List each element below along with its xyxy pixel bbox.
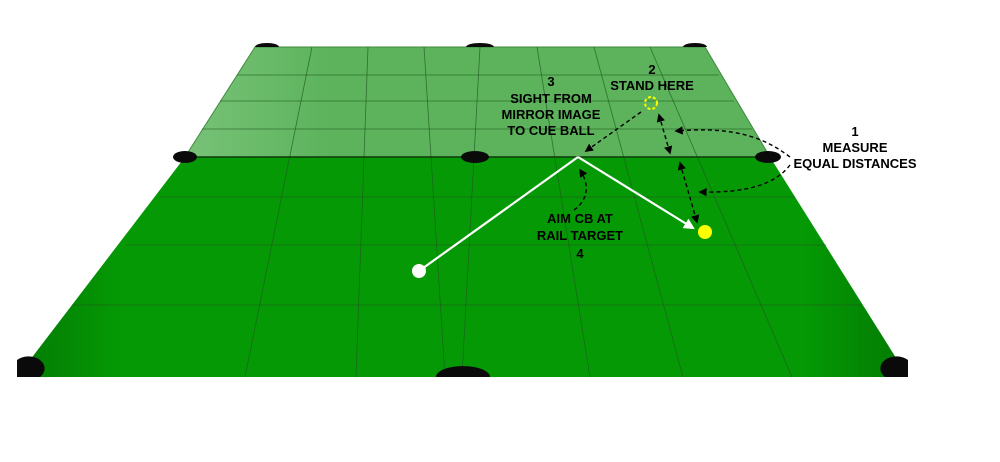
step2-number: 2 xyxy=(648,62,655,77)
pocket-icon xyxy=(755,151,781,163)
step3-line2: MIRROR IMAGE xyxy=(502,107,601,122)
bank-path-line xyxy=(577,156,695,230)
aim-pointer-arrow xyxy=(573,168,588,211)
label-step-3: 3 SIGHT FROM MIRROR IMAGE TO CUE BALL xyxy=(502,74,601,138)
pocket-icon xyxy=(880,356,908,377)
measure-pointer-lower xyxy=(698,164,791,197)
step1-number: 1 xyxy=(851,124,858,139)
table-grid xyxy=(72,46,861,378)
ball-path-line xyxy=(418,156,579,272)
step4-line1: AIM CB AT xyxy=(547,211,613,226)
measure-lower-arrow xyxy=(677,161,700,224)
step4-line2: RAIL TARGET xyxy=(537,228,623,243)
label-step-1: 1 MEASURE EQUAL DISTANCES xyxy=(793,124,916,171)
step3-line3: TO CUE BALL xyxy=(507,123,594,138)
step3-line1: SIGHT FROM xyxy=(510,91,592,106)
step3-number: 3 xyxy=(547,74,554,89)
pocket-icon xyxy=(255,43,279,47)
label-step-4: AIM CB AT RAIL TARGET 4 xyxy=(537,211,623,261)
label-step-2: 2 STAND HERE xyxy=(610,62,694,93)
measure-pointer-upper xyxy=(674,126,791,158)
dashed-mirror-ball xyxy=(644,96,658,110)
pocket-icon xyxy=(173,151,197,163)
cue-ball xyxy=(412,264,426,278)
step1-line1: MEASURE xyxy=(822,140,887,155)
step2-line1: STAND HERE xyxy=(610,78,694,93)
step1-line2: EQUAL DISTANCES xyxy=(793,156,916,171)
dashed-arrows xyxy=(573,111,791,224)
sight-line-arrow xyxy=(584,111,642,152)
yellow-object-ball xyxy=(698,225,712,239)
pocket-icon xyxy=(436,366,490,377)
pocket-icon xyxy=(683,43,707,47)
pool-table xyxy=(17,157,908,377)
pocket-icon xyxy=(461,151,489,163)
pockets xyxy=(17,43,908,377)
pocket-icon xyxy=(17,356,45,377)
mirror-table xyxy=(184,46,771,158)
pocket-icon xyxy=(466,43,494,47)
step4-number: 4 xyxy=(576,246,584,261)
